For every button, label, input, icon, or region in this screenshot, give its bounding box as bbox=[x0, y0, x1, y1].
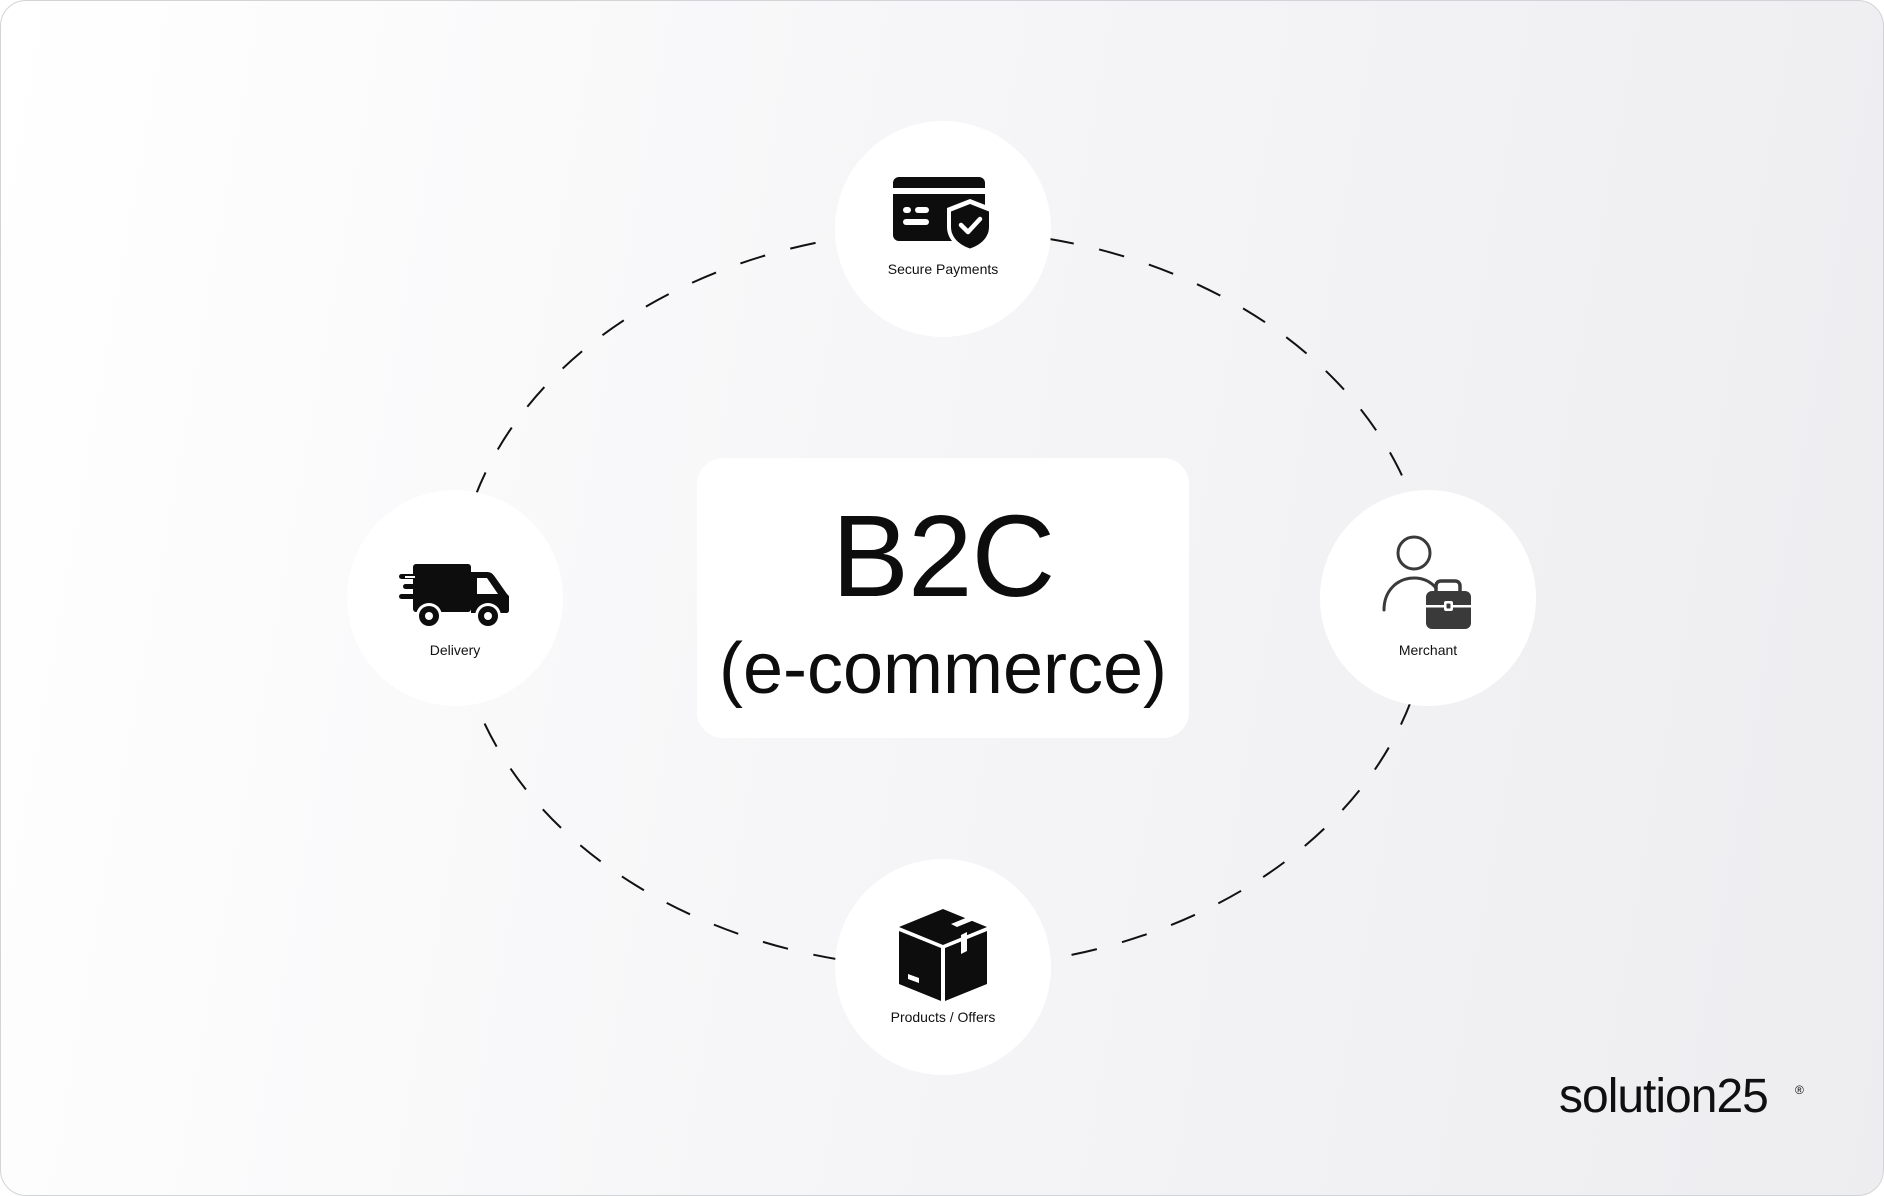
node-label-products-offers: Products / Offers bbox=[890, 1009, 996, 1025]
node-label-merchant: Merchant bbox=[1398, 642, 1458, 658]
node-delivery: Delivery bbox=[347, 490, 563, 706]
brand-registered-mark: ® bbox=[1795, 1083, 1804, 1097]
delivery-truck-icon bbox=[399, 564, 509, 629]
credit-card-shield-icon bbox=[893, 177, 993, 253]
center-title: B2C bbox=[831, 491, 1056, 621]
package-box-icon bbox=[899, 909, 987, 1001]
node-merchant: Merchant bbox=[1320, 490, 1536, 706]
brand-logo: solution25 bbox=[1559, 1070, 1769, 1123]
node-secure-payments: Secure Payments bbox=[835, 121, 1051, 337]
merchant-briefcase-icon bbox=[1382, 535, 1471, 629]
node-products-offers: Products / Offers bbox=[835, 859, 1051, 1075]
center-subtitle: (e-commerce) bbox=[718, 629, 1168, 709]
node-label-secure-payments: Secure Payments bbox=[887, 261, 999, 277]
node-label-delivery: Delivery bbox=[429, 642, 481, 658]
center-card: B2C (e-commerce) bbox=[697, 458, 1189, 738]
